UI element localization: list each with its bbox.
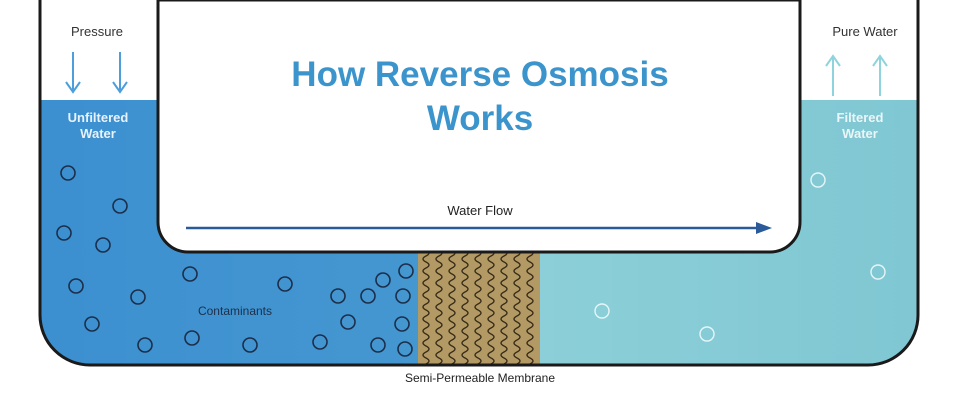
- membrane-waves: [422, 249, 534, 365]
- contaminant-particle: [130, 289, 146, 305]
- membrane-wave: [500, 249, 508, 365]
- membrane-wave: [448, 249, 456, 365]
- contaminant-particle: [395, 288, 411, 304]
- pure-water-arrows: [825, 54, 888, 96]
- contaminant-particle: [312, 334, 328, 350]
- water-bubble: [699, 326, 715, 342]
- water-bubble: [870, 264, 886, 280]
- pressure-arrows: [65, 52, 128, 94]
- diagram-title: How Reverse Osmosis: [291, 55, 669, 94]
- membrane-wave: [526, 249, 534, 365]
- filtered-water-label-line2: Water: [842, 126, 878, 141]
- contaminant-particles: [56, 165, 414, 357]
- membrane-wave: [461, 249, 469, 365]
- filtered-bubbles: [594, 172, 886, 342]
- contaminants-label: Contaminants: [197, 304, 273, 318]
- contaminant-particle: [56, 225, 72, 241]
- contaminant-particle: [360, 288, 376, 304]
- membrane-wave: [435, 249, 443, 365]
- contaminant-particle: [242, 337, 258, 353]
- pure-water-label: Pure Water: [832, 24, 898, 39]
- contaminant-particle: [137, 337, 153, 353]
- water-bubble: [594, 303, 610, 319]
- contaminant-particle: [394, 316, 410, 332]
- contaminant-particle: [330, 288, 346, 304]
- contaminant-particle: [184, 330, 200, 346]
- membrane-wave: [513, 249, 521, 365]
- filtered-water-label: Filtered: [836, 110, 884, 125]
- contaminant-particle: [397, 341, 413, 357]
- water-flow-arrow: [186, 222, 772, 234]
- contaminant-particle: [277, 276, 293, 292]
- membrane-wave: [474, 249, 482, 365]
- contaminant-particle: [340, 314, 356, 330]
- membrane-wave: [487, 249, 495, 365]
- membrane-label: Semi-Permeable Membrane: [404, 371, 556, 385]
- diagram-title-line2: Works: [426, 99, 534, 138]
- contaminant-particle: [112, 198, 128, 214]
- unfiltered-water-label-line2: Water: [80, 126, 116, 141]
- membrane-wave: [422, 249, 430, 365]
- contaminant-particle: [370, 337, 386, 353]
- water-bubble: [810, 172, 826, 188]
- outer-tube: [38, 0, 920, 367]
- contaminant-particle: [84, 316, 100, 332]
- contaminant-particle: [68, 278, 84, 294]
- contaminant-particle: [375, 272, 391, 288]
- pressure-label: Pressure: [70, 24, 124, 39]
- contaminant-particle: [398, 263, 414, 279]
- contaminant-particle: [60, 165, 76, 181]
- unfiltered-water-label: Unfiltered: [67, 110, 129, 125]
- contaminant-particle: [182, 266, 198, 282]
- inner-tube: [156, 0, 802, 254]
- contaminant-particle: [95, 237, 111, 253]
- water-flow-label: Water Flow: [447, 203, 513, 218]
